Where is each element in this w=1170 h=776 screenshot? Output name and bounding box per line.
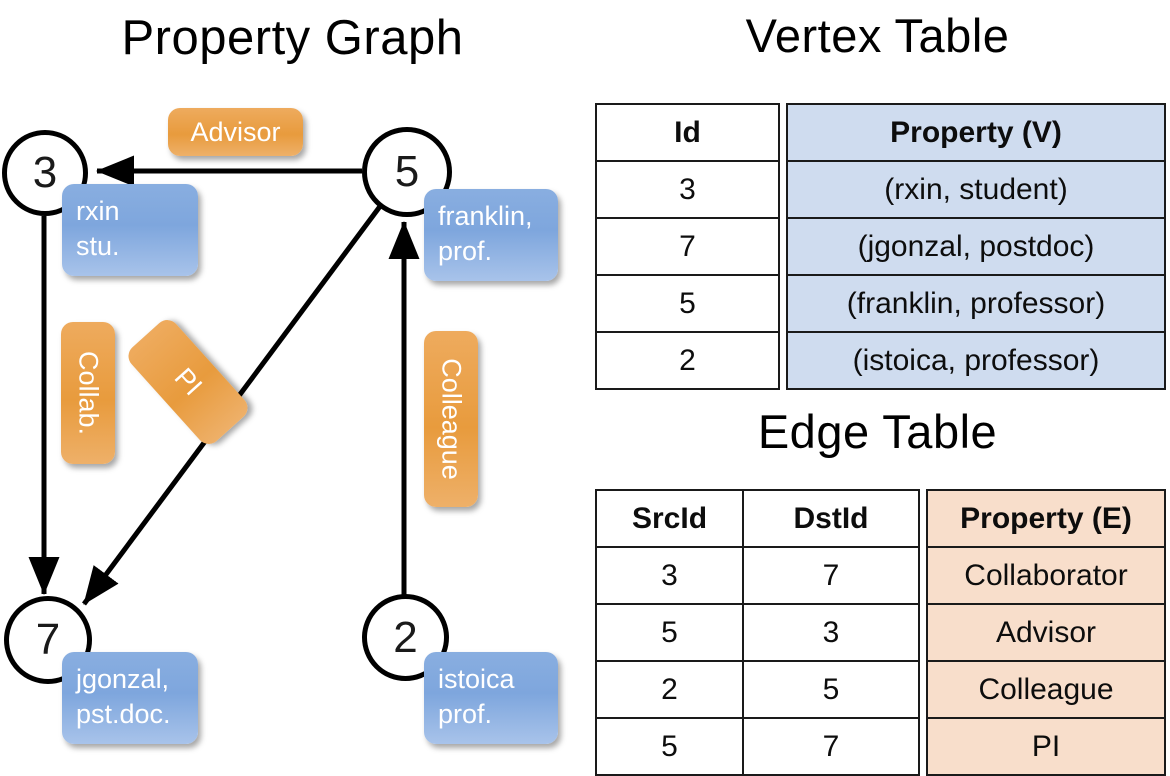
vertex-row-1-id: 7 — [595, 217, 780, 276]
callout-vertex-5-property: franklin, prof. — [424, 189, 558, 281]
callout-edge-collab: Collab. — [61, 322, 115, 464]
callout-vertex-3-line2: stu. — [76, 230, 120, 261]
vertex-table-column-gap — [779, 332, 787, 389]
callout-edge-collab-label: Collab. — [73, 350, 104, 436]
vertex-row-1-property: (jgonzal, postdoc) — [786, 217, 1166, 276]
callout-edge-colleague: Colleague — [424, 331, 478, 507]
graph-node-5-label: 5 — [394, 147, 420, 196]
page-title-property-graph: Property Graph — [121, 11, 464, 65]
edge-row-2-src: 2 — [595, 660, 744, 719]
vertex-table-column-gap — [779, 161, 787, 218]
vertex-table-column-gap — [779, 104, 787, 161]
vertex-table-header-id: Id — [595, 103, 780, 162]
edge-row-3-src: 5 — [595, 717, 744, 776]
callout-edge-advisor-label: Advisor — [190, 116, 281, 147]
callout-edge-pi-label: PI — [168, 362, 209, 402]
edge-table-column-gap — [919, 604, 927, 661]
callout-vertex-5-line2: prof. — [438, 235, 493, 266]
vertex-table-header-property: Property (V) — [786, 103, 1166, 162]
property-graph-panel: Property Graph 3 5 7 2 rxin stu. frankli… — [0, 0, 585, 760]
edge-row-2-property: Colleague — [926, 660, 1166, 719]
edge-table-header-dstid: DstId — [742, 489, 920, 548]
callout-vertex-2-line1: istoica — [438, 664, 515, 694]
table-row[interactable]: 5 3 Advisor — [595, 603, 1166, 662]
edge-row-1-property: Advisor — [926, 603, 1166, 662]
edge-table-header-property: Property (E) — [926, 489, 1166, 548]
edge-table: SrcId DstId Property (E) 3 7 Collaborato… — [595, 489, 1166, 776]
edge-row-0-dst: 7 — [742, 546, 920, 605]
table-row[interactable]: 7 (jgonzal, postdoc) — [595, 217, 1166, 276]
edge-row-0-property: Collaborator — [926, 546, 1166, 605]
edge-row-1-dst: 3 — [742, 603, 920, 662]
callout-vertex-2-property: istoica prof. — [424, 652, 558, 744]
callout-vertex-5-line1: franklin, — [438, 201, 533, 231]
edge-table-header-row: SrcId DstId Property (E) — [595, 489, 1166, 548]
page-title-vertex-table: Vertex Table — [745, 9, 1010, 62]
table-row[interactable]: 3 7 Collaborator — [595, 546, 1166, 605]
graph-node-3-label: 3 — [32, 148, 58, 197]
edge-table-column-gap — [919, 661, 927, 718]
edge-row-2-dst: 5 — [742, 660, 920, 719]
callout-edge-advisor: Advisor — [168, 108, 303, 156]
page-title-edge-table: Edge Table — [757, 405, 998, 458]
graph-node-7-label: 7 — [35, 615, 61, 664]
edge-table-column-gap — [919, 490, 927, 547]
table-row[interactable]: 5 (franklin, professor) — [595, 274, 1166, 333]
callout-vertex-7-property: jgonzal, pst.doc. — [62, 652, 198, 744]
graph-node-2[interactable]: 2 — [362, 594, 449, 681]
edge-row-3-property: PI — [926, 717, 1166, 776]
vertex-row-3-property: (istoica, professor) — [786, 331, 1166, 390]
vertex-row-2-id: 5 — [595, 274, 780, 333]
edge-table-column-gap — [919, 718, 927, 775]
graph-node-5[interactable]: 5 — [362, 127, 452, 217]
vertex-table: Id Property (V) 3 (rxin, student) 7 (jgo… — [595, 103, 1166, 390]
vertex-row-0-id: 3 — [595, 160, 780, 219]
edge-table-column-gap — [919, 547, 927, 604]
edge-row-1-src: 5 — [595, 603, 744, 662]
edge-row-0-src: 3 — [595, 546, 744, 605]
table-row[interactable]: 2 (istoica, professor) — [595, 331, 1166, 390]
edge-row-3-dst: 7 — [742, 717, 920, 776]
table-row[interactable]: 5 7 PI — [595, 717, 1166, 776]
callout-vertex-7-line1: jgonzal, — [76, 664, 170, 694]
vertex-row-0-property: (rxin, student) — [786, 160, 1166, 219]
vertex-row-2-property: (franklin, professor) — [786, 274, 1166, 333]
vertex-table-header-row: Id Property (V) — [595, 103, 1166, 162]
callout-edge-colleague-label: Colleague — [436, 358, 467, 480]
graph-node-2-label: 2 — [393, 612, 418, 662]
callout-vertex-2-line2: prof. — [438, 698, 493, 729]
vertex-table-column-gap — [779, 275, 787, 332]
vertex-row-3-id: 2 — [595, 331, 780, 390]
edge-table-header-srcid: SrcId — [595, 489, 744, 548]
callout-vertex-7-line2: pst.doc. — [76, 698, 171, 729]
table-row[interactable]: 2 5 Colleague — [595, 660, 1166, 719]
callout-vertex-3-line1: rxin — [76, 196, 120, 226]
table-row[interactable]: 3 (rxin, student) — [595, 160, 1166, 219]
vertex-table-column-gap — [779, 218, 787, 275]
callout-vertex-3-property: rxin stu. — [62, 184, 198, 276]
